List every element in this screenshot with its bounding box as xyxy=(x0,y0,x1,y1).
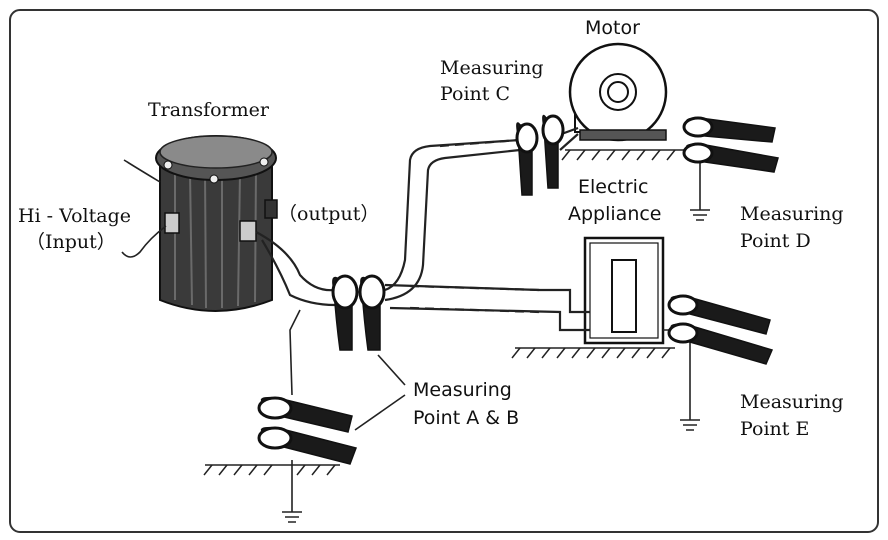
label-electric: Electric xyxy=(578,176,648,198)
label-motor: Motor xyxy=(585,17,640,39)
pointer-a-b xyxy=(377,354,406,386)
transformer xyxy=(155,135,278,312)
label-mp-e-2: Point E xyxy=(740,418,809,440)
clamp-ground xyxy=(257,396,357,465)
label-mp-d-1: Measuring xyxy=(740,203,844,225)
clamp-d xyxy=(682,116,779,173)
label-mp-c-2: Point C xyxy=(440,83,510,105)
label-mp-ab-1: Measuring xyxy=(413,379,512,401)
label-mp-e-1: Measuring xyxy=(740,391,844,413)
ground-symbol-transformer xyxy=(282,511,302,523)
electric-appliance xyxy=(583,236,665,345)
ground-symbol-appliance xyxy=(680,419,700,431)
label-mp-d-2: Point D xyxy=(740,230,811,252)
clamp-c xyxy=(515,114,565,196)
label-appliance: Appliance xyxy=(568,203,662,225)
pointer-ground xyxy=(354,394,406,431)
input-cable xyxy=(121,159,167,258)
motor-floor xyxy=(561,149,680,161)
label-output: （output） xyxy=(278,203,379,225)
wiring xyxy=(255,126,701,512)
label-input: （Input） xyxy=(26,231,116,253)
appliance-floor xyxy=(511,347,675,359)
clamp-e xyxy=(667,294,774,365)
ground-symbol-motor xyxy=(690,209,710,221)
transformer-floor xyxy=(203,464,340,476)
label-hi-voltage: Hi - Voltage xyxy=(18,205,131,227)
clamp-a-b xyxy=(331,274,386,351)
label-mp-ab-2: Point A & B xyxy=(413,407,519,429)
motor xyxy=(568,42,668,142)
label-transformer: Transformer xyxy=(148,99,270,121)
label-mp-c-1: Measuring xyxy=(440,57,544,79)
